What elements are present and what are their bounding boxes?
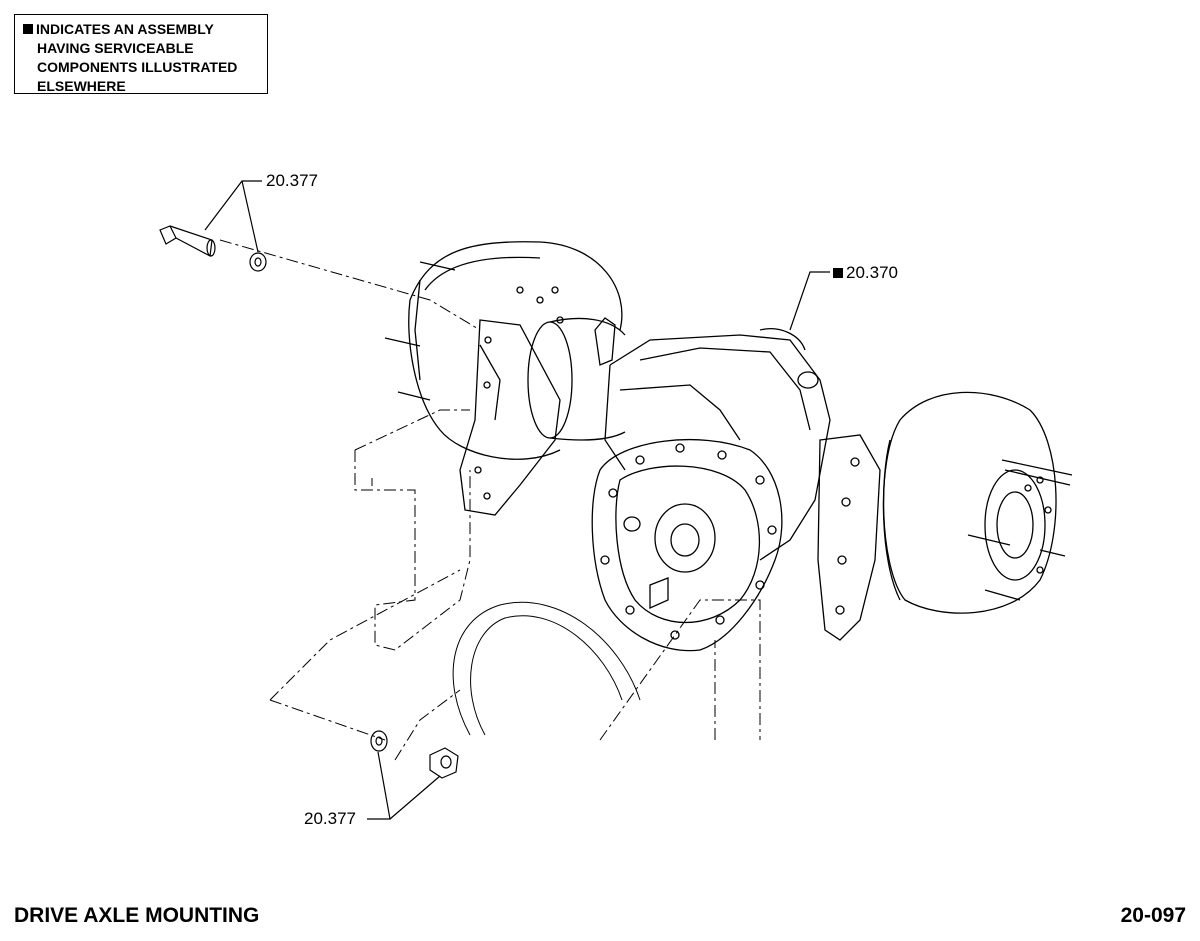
- callout-bolt-washer: 20.377: [266, 171, 318, 190]
- callout-washer-nut: 20.377: [304, 809, 356, 828]
- page-number: 20-097: [1120, 904, 1186, 927]
- washer-part-upper: [249, 252, 267, 272]
- washer-part-lower: [370, 730, 388, 752]
- left-wheel-hub: [384, 241, 623, 460]
- legend-line-2: HAVING SERVICEABLE: [37, 40, 194, 56]
- legend-box: INDICATES AN ASSEMBLY HAVING SERVICEABLE…: [14, 14, 268, 94]
- assembly-square-icon: [833, 268, 843, 278]
- leader-lines: [204, 180, 830, 820]
- left-spring-bracket: [459, 319, 561, 516]
- nut-part: [429, 747, 459, 779]
- legend-line-1: INDICATES AN ASSEMBLY: [23, 20, 267, 39]
- callout-axle-assembly: 20.370: [833, 264, 898, 282]
- page-title: DRIVE AXLE MOUNTING: [14, 904, 260, 927]
- right-wheel-hub: [882, 391, 1073, 614]
- legend-line-3: COMPONENTS ILLUSTRATED: [37, 59, 238, 75]
- assembly-square-icon: [23, 24, 33, 34]
- flywheel-ring: [452, 601, 641, 736]
- chassis-frame-phantom: [219, 239, 761, 761]
- differential-housing: [604, 328, 831, 561]
- right-spring-bracket: [817, 434, 881, 641]
- left-axle-tube: [527, 317, 626, 441]
- legend-line-4: ELSEWHERE: [37, 78, 126, 94]
- bolt-part: [159, 225, 216, 257]
- carrier-flange: [591, 438, 783, 652]
